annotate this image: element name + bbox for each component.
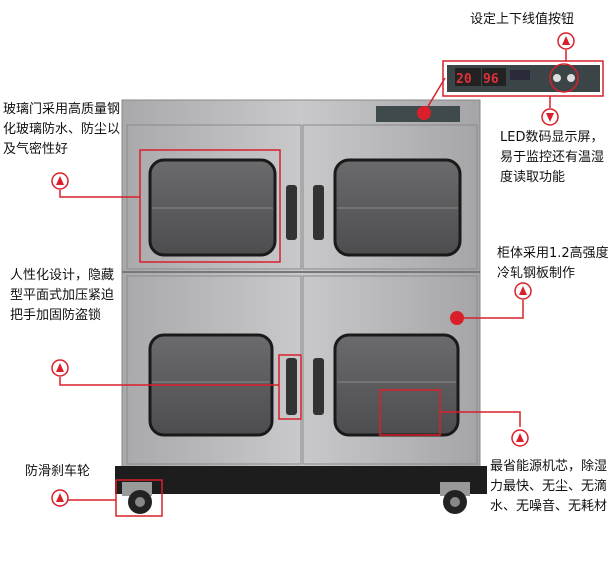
highlight-dot	[450, 311, 464, 325]
callout-glass-door: 玻璃门采用高质量钢化玻璃防水、防尘以及气密性好	[3, 102, 121, 157]
highlight-dot	[417, 106, 431, 120]
callout-wheel: 防滑刹车轮	[25, 464, 91, 479]
handle	[313, 358, 324, 415]
callout-set-button: 设定上下线值按钮	[470, 12, 575, 27]
door-lower-right	[302, 275, 478, 465]
handle	[286, 358, 297, 415]
door-upper-right	[302, 124, 478, 270]
cabinet	[115, 99, 487, 514]
handle	[286, 185, 297, 240]
callout-core: 最省能源机芯，除湿力最快、无尘、无滴水、无噪音、无耗材	[490, 459, 608, 514]
cabinet-base	[115, 466, 487, 494]
callout-handle: 人性化设计，隐藏型平面式加压紧迫把手加固防盗锁	[10, 268, 115, 323]
callout-led-display: LED数码显示屏，易于监控还有温湿度读取功能	[500, 130, 605, 185]
handle	[313, 185, 324, 240]
wheel	[440, 482, 470, 514]
callout-cabinet-body: 柜体采用1.2高强度冷轧钢板制作	[497, 246, 609, 281]
led-control-panel	[447, 65, 600, 92]
wheel	[122, 482, 152, 514]
